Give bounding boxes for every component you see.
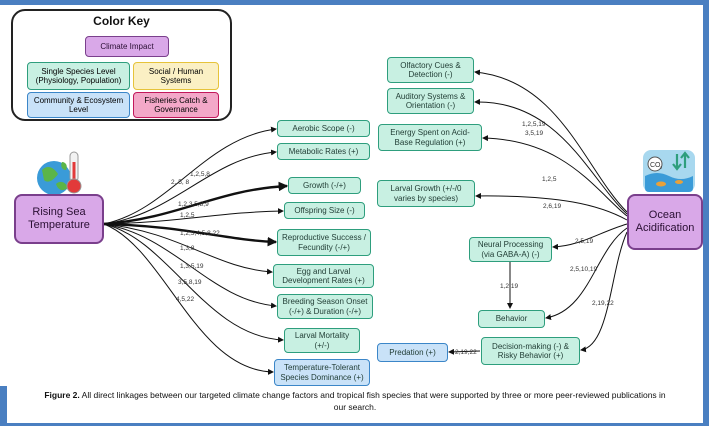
link-decision-predation (448, 348, 481, 355)
temp-ref-label: 3,5,8,19 (178, 279, 202, 286)
key-single-species: Single Species Level (Physiology, Popula… (27, 62, 130, 90)
link-temp-breeding (103, 223, 277, 309)
key-climate-impact: Climate Impact (85, 36, 169, 57)
link-oa-behavior (545, 227, 628, 321)
oa-ref-label: 2,6,19 (543, 203, 561, 210)
color-key-title: Color Key (93, 14, 150, 28)
temp-ref-label: 4,5,22 (176, 296, 194, 303)
caption-prefix: Figure 2. (44, 390, 80, 400)
temp-ref-label: 1,3,8 (180, 245, 195, 252)
figure-caption: Figure 2. All direct linkages between ou… (40, 390, 670, 414)
temp-ref-label: 1,3,5,19 (180, 263, 204, 270)
link-oa-decision (580, 231, 628, 353)
temp-ref-label: 1,2,5 (180, 212, 195, 219)
frame-bottom-border (0, 423, 709, 426)
aerobic-scope-box: Aerobic Scope (-) (277, 120, 370, 137)
link-temp-metabolic (103, 149, 277, 225)
link-temp-aerobic-scope (103, 126, 277, 225)
neural-processing-box: Neural Processing (via GABA-A) (-) (469, 237, 552, 262)
oa-ref-label: 2,19,22 (455, 349, 477, 356)
oa-ref-label: 2,5,10,19 (570, 266, 597, 273)
predation-box: Predation (+) (377, 343, 448, 362)
egg-larval-development-box: Egg and Larval Development Rates (+) (273, 264, 374, 288)
oa-ref-label: 1,2,19 (500, 283, 518, 290)
oa-ref-label: 2,19,22 (592, 300, 614, 307)
oa-ref-label: 1,2,5 (542, 176, 557, 183)
link-temp-larval-mortality (103, 223, 284, 343)
temp-ref-label: 1,2,5,8 (190, 171, 210, 178)
frame-right-border (703, 0, 709, 426)
oa-ref-label: 2,5,19 (575, 238, 593, 245)
oa-ref-label: 1,2,5,19 (522, 121, 546, 128)
link-oa-neural (552, 223, 628, 250)
decision-making-box: Decision-making (-) & Risky Behavior (+) (481, 337, 580, 365)
key-social-human: Social / Human Systems (133, 62, 219, 90)
link-oa-larval-growth (475, 192, 628, 221)
svg-text:CO: CO (650, 162, 661, 169)
link-oa-auditory (474, 98, 628, 215)
link-temp-offspring (103, 208, 284, 225)
link-temp-species-dominance (103, 223, 274, 375)
growth-box: Growth (-/+) (288, 177, 361, 194)
reproductive-success-box: Reproductive Success / Fecundity (-/+) (277, 229, 371, 256)
ocean-acidification-hub: Ocean Acidification (627, 194, 703, 250)
temp-ref-label: 1,2,3,5,8,9 (178, 201, 209, 208)
offspring-size-box: Offspring Size (-) (284, 202, 365, 219)
oa-ref-label: 3,5,19 (525, 130, 543, 137)
frame-left-stub (0, 386, 7, 426)
key-community-ecosystem: Community & Ecosystem Level (27, 92, 130, 118)
energy-acid-base-box: Energy Spent on Acid-Base Regulation (+) (378, 124, 482, 151)
thermometer-earth-icon (32, 150, 88, 196)
behavior-box: Behavior (478, 310, 545, 328)
link-temp-reproductive (103, 222, 278, 247)
frame-top-border (0, 0, 709, 5)
metabolic-rates-box: Metabolic Rates (+) (277, 143, 370, 160)
rising-sea-temperature-hub: Rising Sea Temperature (14, 194, 104, 244)
link-temp-egg-larval (103, 223, 273, 275)
color-key: Color Key Climate Impact Single Species … (11, 9, 232, 121)
ocean-acidification-icon: CO 2 (641, 148, 697, 194)
larval-mortality-box: Larval Mortality (+/-) (284, 328, 360, 353)
auditory-systems-box: Auditory Systems & Orientation (-) (387, 88, 474, 114)
temp-ref-label: 2, 5, 8 (171, 179, 189, 186)
svg-text:2: 2 (660, 165, 663, 170)
olfactory-cues-box: Olfactory Cues & Detection (-) (387, 57, 474, 83)
breeding-season-box: Breeding Season Onset (-/+) & Duration (… (277, 294, 373, 319)
link-temp-growth (103, 181, 289, 226)
key-fisheries: Fisheries Catch & Governance (133, 92, 219, 118)
temp-ref-label: 1,2,3,4,5,8,22 (180, 230, 220, 237)
caption-text: All direct linkages between our targeted… (79, 390, 666, 412)
link-oa-olfactory (474, 69, 628, 213)
species-dominance-box: Temperature-Tolerant Species Dominance (… (274, 359, 370, 386)
link-oa-energy (482, 135, 628, 217)
larval-growth-box: Larval Growth (+/-/0 varies by species) (377, 180, 475, 207)
